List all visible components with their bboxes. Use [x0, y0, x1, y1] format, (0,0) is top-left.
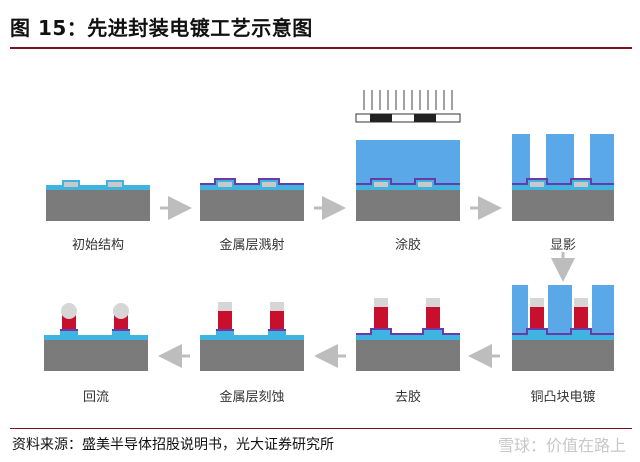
source-rule: [10, 428, 632, 429]
step-resist-strip: [356, 298, 460, 371]
step-metal-etch: [200, 302, 304, 371]
figure-title: 图 15：先进封装电镀工艺示意图: [10, 16, 313, 40]
uv-light-arrows: [363, 90, 453, 110]
step-label: 显影: [549, 238, 576, 253]
step-initial-structure: [46, 180, 150, 221]
source-note: 资料来源：盛美半导体招股说明书，光大证券研究所: [12, 437, 334, 453]
step-label: 金属层溅射: [219, 238, 285, 253]
step-metal-sputter: [200, 178, 304, 221]
step-label: 去胶: [394, 390, 421, 405]
step-label: 初始结构: [71, 238, 124, 253]
step-label: 涂胶: [394, 238, 421, 253]
watermark: 雪球：价值在路上: [497, 436, 626, 455]
step-develop: [512, 134, 614, 221]
step-reflow: [44, 303, 148, 371]
step-photoresist-coat: [355, 90, 461, 221]
step-copper-bump-plating: [512, 285, 614, 371]
step-label: 铜凸块电镀: [530, 390, 596, 405]
step-label: 金属层刻蚀: [219, 390, 285, 405]
title-rule: [10, 47, 632, 49]
step-label: 回流: [82, 390, 109, 405]
photomask: [355, 113, 461, 123]
